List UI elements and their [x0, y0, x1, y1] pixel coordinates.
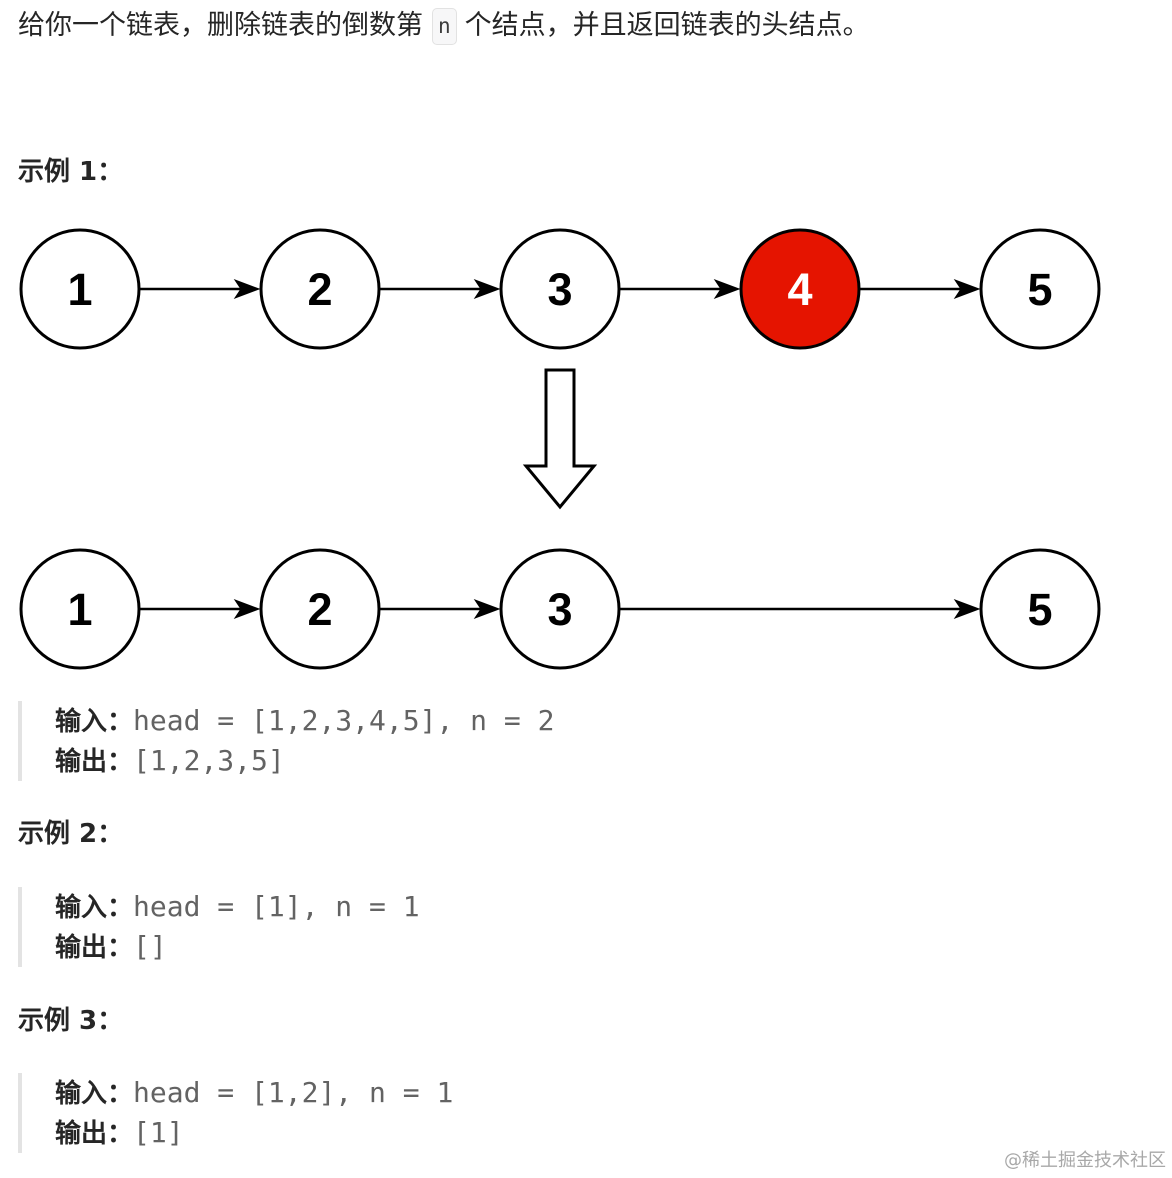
removed-node-label: 4: [787, 264, 812, 315]
input-label: 输入：: [55, 707, 134, 737]
node-circle: [979, 548, 1101, 670]
example-3-io-block: 输入：head = [1,2], n = 1 输出：[1]: [18, 1073, 718, 1153]
removed-node-circle: [739, 228, 861, 350]
example-1-diagram: 1 2 3 4: [19, 228, 1101, 670]
arrow-head: [953, 278, 981, 300]
output-label: 输出：: [55, 747, 134, 777]
arrow-head: [713, 278, 741, 300]
node-label: 2: [307, 264, 332, 315]
node-circle: [259, 228, 381, 350]
node-circle: [19, 548, 141, 670]
input-line: 输入：head = [1,2], n = 1: [55, 1073, 718, 1113]
arrow-head: [473, 278, 501, 300]
next-pointer-arrow: [140, 278, 261, 300]
node-circle: [19, 228, 141, 350]
example-2-io-block: 输入：head = [1], n = 1 输出：[]: [18, 887, 718, 967]
node-circle: [259, 548, 381, 670]
output-line: 输出：[]: [55, 927, 718, 967]
example-2-title: 示例 2：: [18, 819, 124, 849]
list-node: 1: [19, 228, 141, 350]
output-label: 输出：: [55, 933, 134, 963]
output-line: 输出：[1]: [55, 1113, 718, 1153]
next-pointer-arrow: [140, 598, 261, 620]
list-node-removed: 4: [739, 228, 861, 350]
example-3-title: 示例 3：: [18, 1006, 124, 1036]
node-circle: [499, 228, 621, 350]
result-linked-list: 1 2 3 5: [19, 548, 1101, 670]
list-node: 3: [499, 228, 621, 350]
input-value: head = [1,2], n = 1: [133, 1076, 454, 1109]
input-label: 输入：: [55, 1079, 134, 1109]
next-pointer-arrow: [620, 598, 981, 620]
output-value: [1,2,3,5]: [133, 744, 285, 777]
input-line: 输入：head = [1], n = 1: [55, 887, 718, 927]
next-pointer-arrow: [380, 598, 501, 620]
node-label: 1: [67, 264, 92, 315]
output-label: 输出：: [55, 1119, 134, 1149]
node-label: 3: [547, 584, 572, 635]
node-label: 5: [1027, 584, 1052, 635]
node-label: 2: [307, 584, 332, 635]
list-node: 3: [499, 548, 621, 670]
list-node: 1: [19, 548, 141, 670]
down-arrow: [522, 368, 598, 510]
input-line: 输入：head = [1,2,3,4,5], n = 2: [55, 701, 718, 741]
list-node: 2: [259, 228, 381, 350]
statement-text-continued: 个结点，并且返回链表的头结点。: [464, 10, 870, 41]
statement-text: 给你一个链表，删除链表的倒数第: [18, 10, 423, 41]
arrow-head: [233, 598, 261, 620]
example-1-io-block: 输入：head = [1,2,3,4,5], n = 2 输出：[1,2,3,5…: [18, 701, 718, 781]
input-value: head = [1], n = 1: [133, 890, 420, 923]
arrow-head: [473, 598, 501, 620]
output-value: []: [133, 930, 167, 963]
next-pointer-arrow: [860, 278, 981, 300]
node-label: 1: [67, 584, 92, 635]
output-line: 输出：[1,2,3,5]: [55, 741, 718, 781]
output-value: [1]: [133, 1116, 184, 1149]
list-node: 2: [259, 548, 381, 670]
node-circle: [979, 228, 1101, 350]
node-label: 5: [1027, 264, 1052, 315]
watermark: @稀土掘金技术社区: [1004, 1150, 1166, 1171]
arrow-head: [953, 598, 981, 620]
inline-code-n: n: [432, 8, 457, 45]
next-pointer-arrow: [380, 278, 501, 300]
example-1-title: 示例 1：: [18, 157, 124, 187]
node-label: 3: [547, 264, 572, 315]
list-node: 5: [979, 228, 1101, 350]
input-value: head = [1,2,3,4,5], n = 2: [133, 704, 555, 737]
original-linked-list: 1 2 3 4: [19, 228, 1101, 350]
list-node: 5: [979, 548, 1101, 670]
next-pointer-arrow: [620, 278, 741, 300]
arrow-head: [233, 278, 261, 300]
input-label: 输入：: [55, 893, 134, 923]
node-circle: [499, 548, 621, 670]
